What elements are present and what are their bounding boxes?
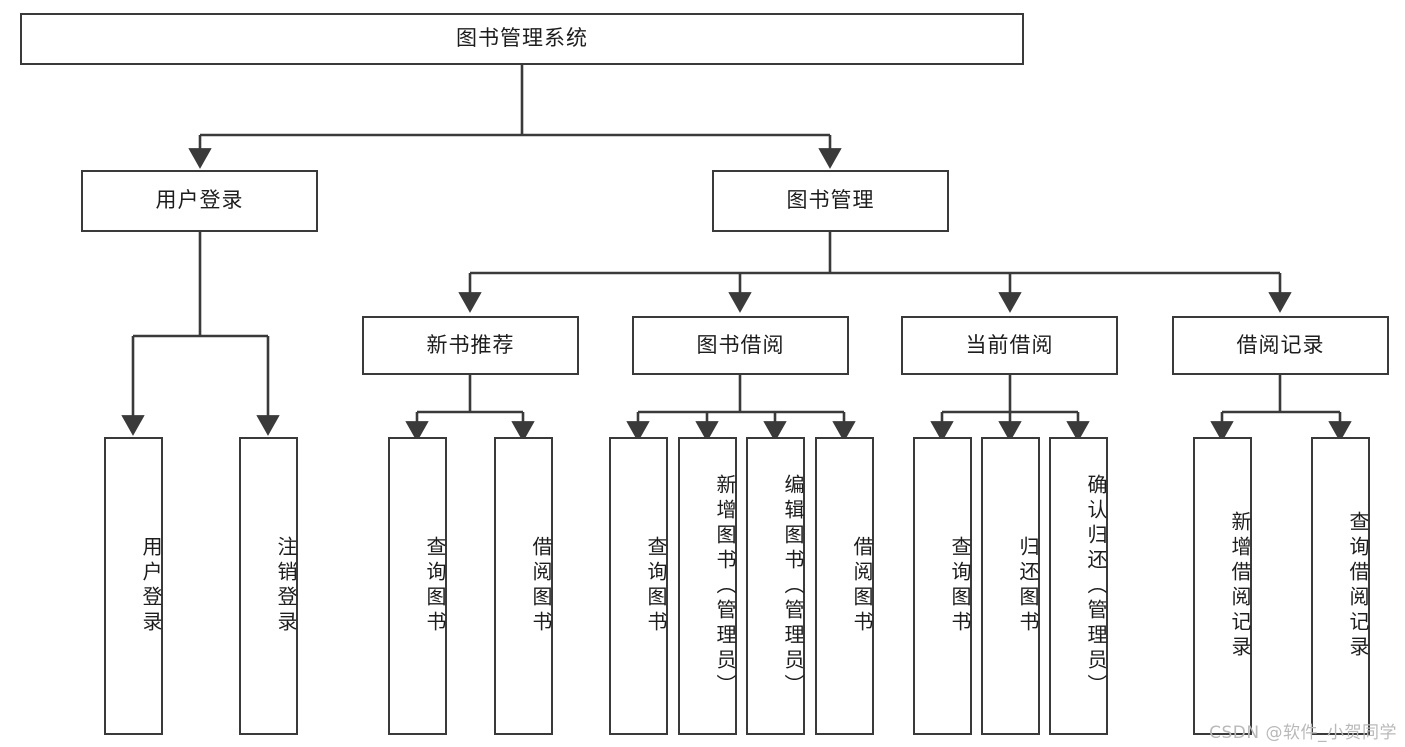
node-leaf-user-login[interactable]: 用户登录 xyxy=(104,437,163,735)
node-borrow-record-label: 借阅记录 xyxy=(1236,332,1325,357)
watermark-text: CSDN @软件_小贺同学 xyxy=(1209,723,1397,743)
node-leaf-confirm-return-admin-label: 确认归还（管理员） xyxy=(1084,473,1108,699)
node-leaf-borrow-query-book[interactable]: 查询图书 xyxy=(609,437,668,735)
node-borrow-record[interactable]: 借阅记录 xyxy=(1172,316,1389,375)
node-leaf-edit-book-admin-label: 编辑图书（管理员） xyxy=(781,473,805,699)
node-leaf-return-book-label: 归还图书 xyxy=(1016,536,1040,636)
node-leaf-new-book-query[interactable]: 查询图书 xyxy=(388,437,447,735)
node-book-borrow-label: 图书借阅 xyxy=(696,332,785,357)
node-leaf-new-book-borrow[interactable]: 借阅图书 xyxy=(494,437,553,735)
node-leaf-confirm-return-admin[interactable]: 确认归还（管理员） xyxy=(1049,437,1108,735)
node-leaf-borrow-query-book-label: 查询图书 xyxy=(644,536,668,636)
node-leaf-current-query-book[interactable]: 查询图书 xyxy=(913,437,972,735)
node-leaf-current-query-book-label: 查询图书 xyxy=(948,536,972,636)
node-leaf-add-borrow-record-label: 新增借阅记录 xyxy=(1228,511,1252,661)
node-book-borrow[interactable]: 图书借阅 xyxy=(632,316,849,375)
node-current-borrow[interactable]: 当前借阅 xyxy=(901,316,1118,375)
node-user-login[interactable]: 用户登录 xyxy=(81,170,318,232)
node-leaf-return-book[interactable]: 归还图书 xyxy=(981,437,1040,735)
node-new-book-recommend[interactable]: 新书推荐 xyxy=(362,316,579,375)
node-user-login-label: 用户登录 xyxy=(155,188,244,213)
node-book-management-label: 图书管理 xyxy=(786,188,875,213)
node-leaf-logout-label: 注销登录 xyxy=(274,536,298,636)
node-root[interactable]: 图书管理系统 xyxy=(20,13,1024,65)
node-leaf-add-book-admin[interactable]: 新增图书（管理员） xyxy=(678,437,737,735)
node-current-borrow-label: 当前借阅 xyxy=(965,332,1054,357)
node-leaf-query-borrow-record-label: 查询借阅记录 xyxy=(1346,511,1370,661)
node-leaf-new-book-query-label: 查询图书 xyxy=(423,536,447,636)
node-leaf-edit-book-admin[interactable]: 编辑图书（管理员） xyxy=(746,437,805,735)
node-leaf-query-borrow-record[interactable]: 查询借阅记录 xyxy=(1311,437,1370,735)
node-leaf-add-borrow-record[interactable]: 新增借阅记录 xyxy=(1193,437,1252,735)
node-new-book-recommend-label: 新书推荐 xyxy=(426,332,515,357)
node-leaf-new-book-borrow-label: 借阅图书 xyxy=(529,536,553,636)
node-root-label: 图书管理系统 xyxy=(456,26,588,51)
node-leaf-add-book-admin-label: 新增图书（管理员） xyxy=(713,473,737,699)
node-leaf-user-login-label: 用户登录 xyxy=(139,536,163,636)
node-book-management[interactable]: 图书管理 xyxy=(712,170,949,232)
node-leaf-borrow-book-label: 借阅图书 xyxy=(850,536,874,636)
node-leaf-logout[interactable]: 注销登录 xyxy=(239,437,298,735)
node-leaf-borrow-book[interactable]: 借阅图书 xyxy=(815,437,874,735)
